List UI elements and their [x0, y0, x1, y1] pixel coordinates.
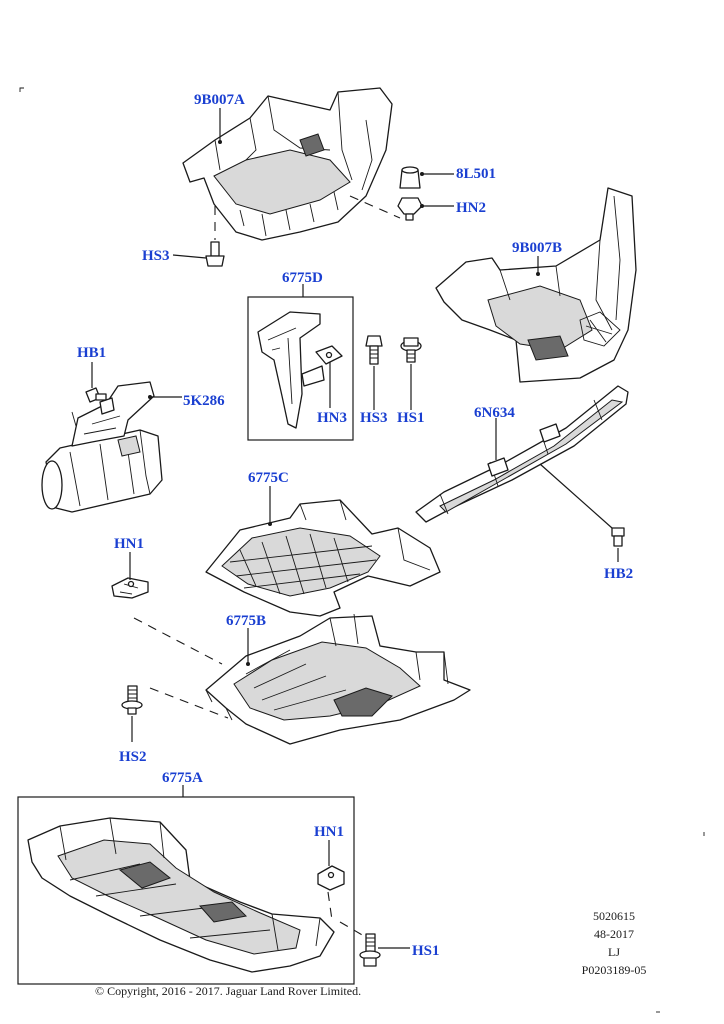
label-6775D: 6775D	[282, 270, 323, 286]
reference-code-2: 48-2017	[594, 927, 634, 941]
label-6775A: 6775A	[162, 770, 203, 786]
part-6775D-bracket	[257, 311, 343, 429]
label-HS3-mid: HS3	[360, 410, 388, 426]
part-5K286-shield	[71, 381, 155, 447]
label-8L501: 8L501	[456, 166, 496, 182]
part-6N634-tunnel	[415, 385, 629, 523]
label-HS3-top: HS3	[142, 248, 170, 264]
part-HN1-clip-box	[317, 865, 345, 891]
label-HN2: HN2	[456, 200, 486, 216]
reference-code-4: P0203189-05	[582, 963, 647, 977]
label-HB2: HB2	[604, 566, 633, 582]
part-6775B-panel	[205, 613, 471, 745]
part-HN2-nut	[397, 197, 423, 221]
label-9B007B: 9B007B	[512, 240, 562, 256]
label-9B007A: 9B007A	[194, 92, 245, 108]
label-HS2: HS2	[119, 749, 147, 765]
part-6775A-shield	[27, 817, 335, 973]
label-6N634: 6N634	[474, 405, 515, 421]
label-HS1-mid: HS1	[397, 410, 425, 426]
part-HB2-bolt	[611, 527, 625, 547]
label-6775B: 6775B	[226, 613, 266, 629]
detail-box-6775D	[247, 296, 354, 441]
part-HS3-bolt-mid	[365, 335, 383, 365]
detail-box-6775A	[17, 796, 355, 985]
part-HS1-bolt-bottom	[359, 933, 381, 967]
label-HB1: HB1	[77, 345, 106, 361]
part-starter-motor	[41, 429, 163, 513]
label-HS1-bottom: HS1	[412, 943, 440, 959]
part-HN1-clip-left	[111, 577, 149, 599]
reference-code-1: 5020615	[593, 909, 635, 923]
part-8L501-cap	[399, 166, 421, 189]
label-6775C: 6775C	[248, 470, 289, 486]
part-9B007B-shield	[435, 187, 637, 383]
corner-mark-top-left	[19, 87, 24, 92]
part-HS2-bolt	[121, 685, 143, 715]
part-HS3-bolt-top	[205, 241, 225, 267]
copyright-notice: © Copyright, 2016 - 2017. Jaguar Land Ro…	[95, 984, 361, 998]
part-9B007A-shield	[182, 87, 393, 241]
part-6775C-panel	[205, 499, 441, 617]
part-HS1-bolt-mid	[400, 337, 422, 363]
reference-code-3: LJ	[608, 945, 620, 959]
label-5K286: 5K286	[183, 393, 225, 409]
part-HB1-bolt	[85, 387, 107, 403]
label-HN1-box: HN1	[314, 824, 344, 840]
label-HN3: HN3	[317, 410, 347, 426]
label-HN1-left: HN1	[114, 536, 144, 552]
